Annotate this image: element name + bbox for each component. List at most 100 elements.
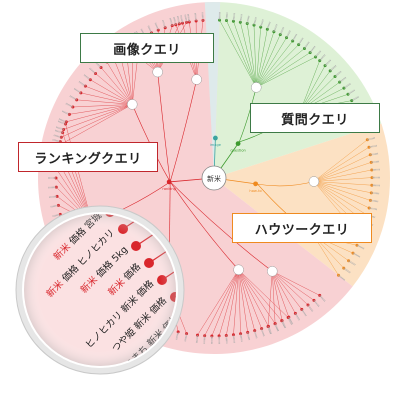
leaf-link (256, 48, 305, 88)
leaf-text-stub (69, 95, 78, 101)
leaf-text-stub (94, 61, 102, 69)
leaf-link (218, 269, 239, 336)
leaf-text-stub (88, 67, 97, 75)
leaf-text-stub (294, 313, 301, 321)
leaf-link (256, 52, 311, 88)
leaf-text-stub (73, 87, 82, 94)
leaf-text-stub (253, 330, 258, 339)
leaf-link (66, 104, 133, 123)
leaf-text-stub (154, 22, 159, 31)
leaf-text-stub (368, 144, 377, 149)
callout-question-query: 質問クエリ (250, 103, 380, 133)
leaf-text-stub (301, 308, 307, 317)
leaf-link (95, 73, 133, 105)
leaf-link (90, 79, 133, 105)
leaf-text-stub (65, 102, 74, 108)
callout-howto-label: ハウツークエリ (254, 222, 350, 238)
leaf-text-stub (279, 26, 285, 35)
leaf-text-stub (370, 152, 379, 156)
leaf-text-stub (239, 333, 243, 342)
leaf-link (211, 269, 239, 337)
center-node-label: 新米 (207, 174, 221, 183)
leaf-text-stub (78, 80, 86, 87)
leaf-link (272, 271, 315, 301)
leaf-text-stub (58, 118, 67, 123)
leaf-link (272, 271, 320, 296)
question-sector (214, 2, 382, 179)
leaf-link (272, 271, 302, 310)
leaf-link (313, 181, 371, 201)
leaf-link (300, 60, 320, 111)
leaf-link (313, 154, 371, 182)
hub-node (152, 66, 163, 78)
leaf-text-stub (55, 126, 64, 131)
hub-node (191, 74, 202, 85)
leaf-link (69, 104, 133, 115)
leaf-link (65, 123, 93, 223)
category-node (235, 141, 241, 146)
leaf-link (226, 269, 239, 336)
leaf-link (272, 271, 276, 324)
leaf-link (106, 61, 133, 105)
leaf-text-stub (49, 195, 58, 199)
hub-node (267, 266, 278, 277)
leaf-text-stub (371, 192, 380, 195)
leaf-text-stub (176, 15, 181, 25)
leaf-text-stub (356, 244, 365, 250)
howto-sector (214, 123, 391, 287)
leaf-link (256, 31, 275, 88)
leaf-text-stub (371, 160, 380, 164)
category-node (166, 179, 172, 185)
leaf-text-stub (370, 199, 379, 203)
leaf-text-stub (348, 260, 356, 266)
leaf-text-stub (367, 137, 376, 141)
leaf-link (238, 269, 262, 329)
hub-node (308, 176, 320, 187)
callout-image-query: 画像クエリ (80, 33, 214, 63)
leaf-link (63, 104, 133, 130)
leaf-text-stub (239, 14, 243, 23)
leaf-link (313, 169, 372, 182)
leaf-link (256, 29, 268, 88)
leaf-text-stub (339, 76, 347, 83)
leaf-link (300, 65, 326, 111)
leaf-text-stub (187, 13, 191, 23)
leaf-link (272, 271, 289, 318)
leaf-text-stub (173, 16, 177, 25)
leaf-text-stub (267, 326, 272, 335)
leaf-link (313, 181, 372, 186)
leaf-text-stub (309, 45, 316, 54)
leaf-text-stub (307, 304, 314, 312)
leaf-text-stub (260, 328, 265, 337)
leaf-text-stub (232, 13, 236, 22)
leaf-link (272, 271, 309, 306)
leaf-link (238, 269, 269, 327)
leaf-text-stub (343, 82, 351, 89)
leaf-link (238, 269, 241, 334)
leaf-text-stub (291, 33, 298, 42)
leaf-text-stub (52, 213, 61, 218)
magnifier-lens: 新米 価格 宮城新米 価格 ヒノヒカリ新米 価格 5kg新米 価格ヒノヒカリ 新… (15, 205, 185, 375)
leaf-text-stub (52, 138, 61, 143)
leaf-link (313, 139, 368, 182)
leaf-text-stub (54, 129, 63, 134)
hub-node (251, 82, 262, 93)
leaf-text-stub (352, 252, 361, 258)
leaf-text-stub (324, 59, 332, 67)
leaf-text-stub (201, 12, 204, 21)
hub-link (169, 79, 197, 182)
leaf-text-stub (225, 335, 228, 344)
leaf-text-stub (338, 274, 346, 281)
leaf-text-stub (194, 12, 197, 22)
leaf-link (76, 99, 133, 105)
leaf-text-stub (313, 299, 320, 308)
leaf-text-stub (329, 64, 337, 72)
leaf-link (238, 269, 255, 331)
leaf-text-stub (195, 335, 199, 344)
leaf-text-stub (334, 70, 342, 78)
leaf-text-stub (180, 15, 184, 24)
leaf-text-stub (281, 320, 287, 329)
leaf-link (313, 147, 370, 182)
